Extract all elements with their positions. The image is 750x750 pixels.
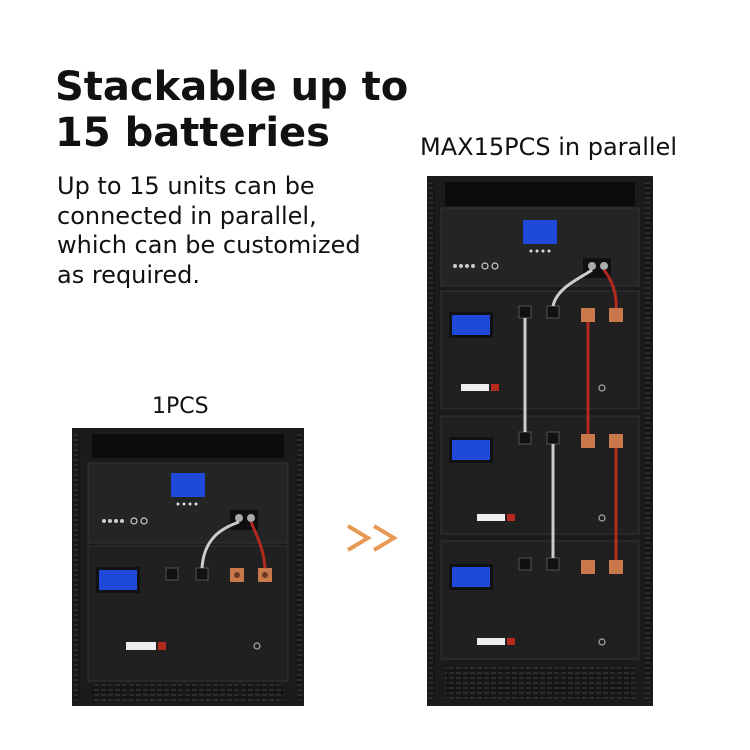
parallel-label: MAX15PCS in parallel — [420, 133, 677, 161]
module-lcd — [99, 570, 137, 590]
description-line4: as required. — [57, 260, 201, 289]
description-line3: which can be customized — [57, 231, 361, 259]
single-battery-cabinet — [72, 428, 304, 706]
description-line1: Up to 15 units can be — [57, 172, 315, 200]
page-title: Stackable up to 15 batteries — [55, 64, 408, 156]
control-lcd — [171, 473, 205, 497]
description-line2: connected in parallel, — [57, 201, 317, 230]
description: Up to 15 units can be connected in paral… — [57, 172, 361, 290]
single-unit-label: 1PCS — [152, 394, 209, 419]
page-title-line1: Stackable up to — [55, 64, 409, 110]
page-title-line2: 15 batteries — [55, 110, 330, 156]
double-chevron-right-icon — [346, 524, 398, 552]
parallel-battery-cabinet — [427, 176, 653, 706]
